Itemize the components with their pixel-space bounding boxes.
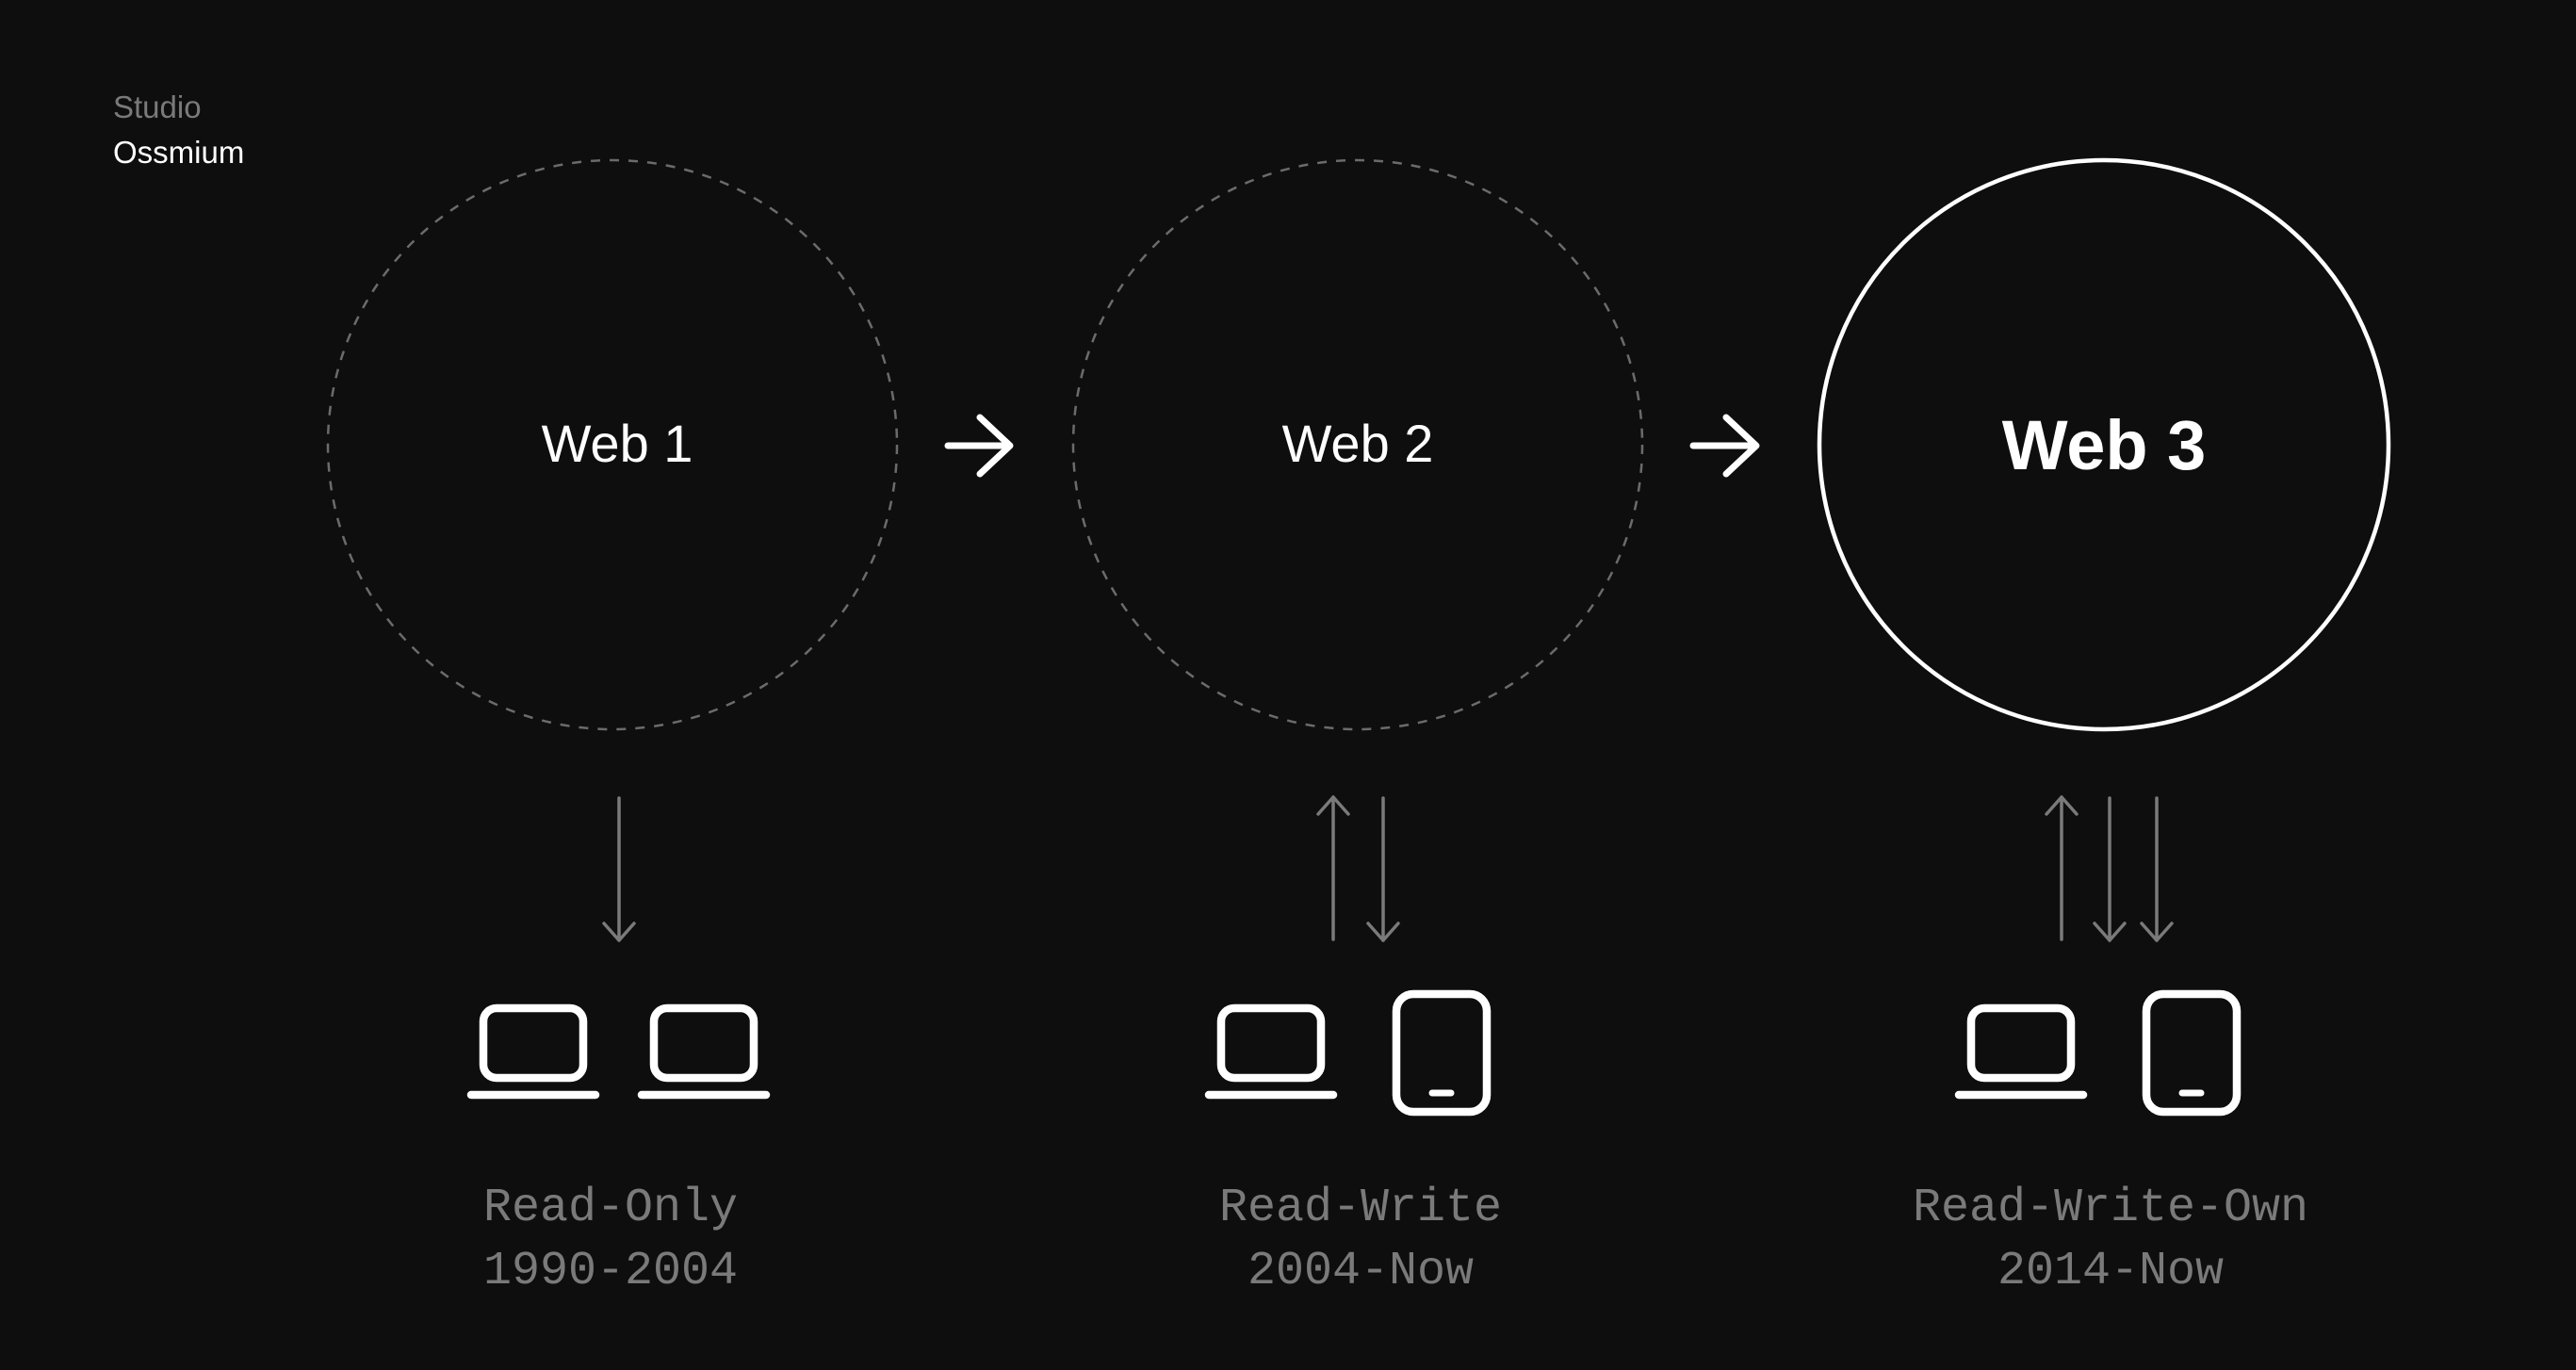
brand-line-studio: Studio xyxy=(113,90,202,124)
web-1-mode-label: Read-Only xyxy=(483,1182,738,1235)
laptop-icon xyxy=(1954,1003,2088,1100)
arrow-down-icon xyxy=(2140,796,2174,942)
web-2-title: Web 2 xyxy=(1282,414,1434,473)
web-2-period-label: 2004-Now xyxy=(1247,1245,1474,1298)
web-2-mode-label: Read-Write xyxy=(1219,1182,1502,1235)
web-2-circle xyxy=(1071,158,1644,731)
arrow-down-icon xyxy=(602,796,636,942)
stage-web-1: Web 1 xyxy=(326,158,899,731)
arrow-up-icon xyxy=(1316,795,1350,941)
web-3-title: Web 3 xyxy=(2002,406,2207,484)
tablet-icon xyxy=(2142,989,2242,1117)
stage-web-3: Web 3 xyxy=(1817,157,2391,732)
laptop-icon xyxy=(637,1003,771,1100)
flow-arrow-icon xyxy=(944,414,1014,478)
arrow-down-icon xyxy=(2093,796,2127,942)
stage-web-2: Web 2 xyxy=(1071,158,1644,731)
arrow-up-icon xyxy=(2045,795,2079,941)
laptop-icon xyxy=(1204,1003,1338,1100)
flow-arrow-icon xyxy=(1689,414,1760,478)
web-3-period-label: 2014-Now xyxy=(1997,1245,2224,1298)
laptop-icon xyxy=(466,1003,600,1100)
web-1-title: Web 1 xyxy=(542,414,693,473)
web-3-mode-label: Read-Write-Own xyxy=(1913,1182,2308,1235)
arrow-down-icon xyxy=(1366,796,1400,942)
brand-line-ossmium: Ossmium xyxy=(113,135,245,170)
web-3-circle xyxy=(1817,157,2391,732)
web-1-circle xyxy=(326,158,899,731)
tablet-icon xyxy=(1392,989,1492,1117)
web-1-period-label: 1990-2004 xyxy=(483,1245,738,1298)
brand-logo: Studio Ossmium xyxy=(113,85,244,175)
